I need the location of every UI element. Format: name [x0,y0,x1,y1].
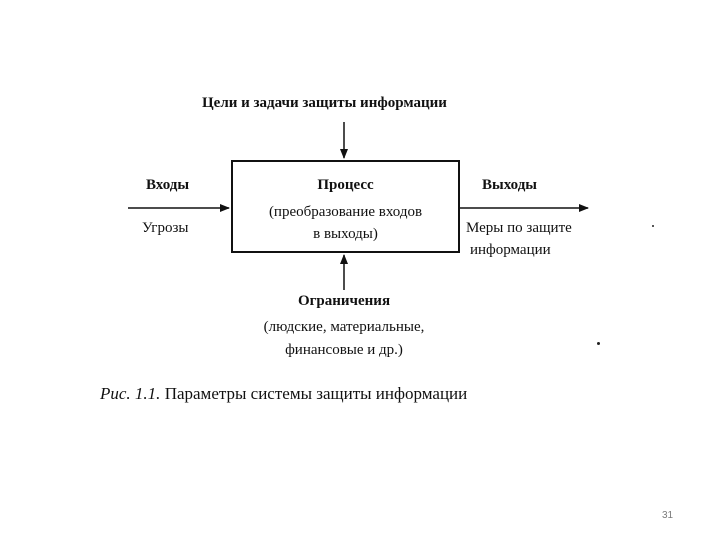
outputs-line2: информации [470,242,551,258]
constraints-title: Ограничения [297,293,391,309]
process-line2: в выходы) [313,226,378,242]
process-title: Процесс [317,177,374,193]
scan-speck [652,225,654,227]
figure-caption: Рис. 1.1. Параметры системы защиты инфор… [100,384,467,404]
scan-speck [597,342,600,345]
figure-ref: Рис. 1.1. [100,384,161,403]
constraints-line1: (людские, материальные, [263,319,425,335]
outputs-title: Выходы [482,177,538,193]
caption-text: Параметры системы защиты информации [164,384,468,403]
constraints-line2: финансовые и др.) [285,342,403,358]
page-number: 31 [662,510,674,521]
inputs-item: Угрозы [142,220,189,236]
process-box [231,160,460,253]
outputs-line1: Меры по защите [466,220,572,236]
goals-label: Цели и задачи защиты информации [202,95,447,111]
process-line1: (преобразование входов [268,204,423,220]
inputs-title: Входы [146,177,190,193]
